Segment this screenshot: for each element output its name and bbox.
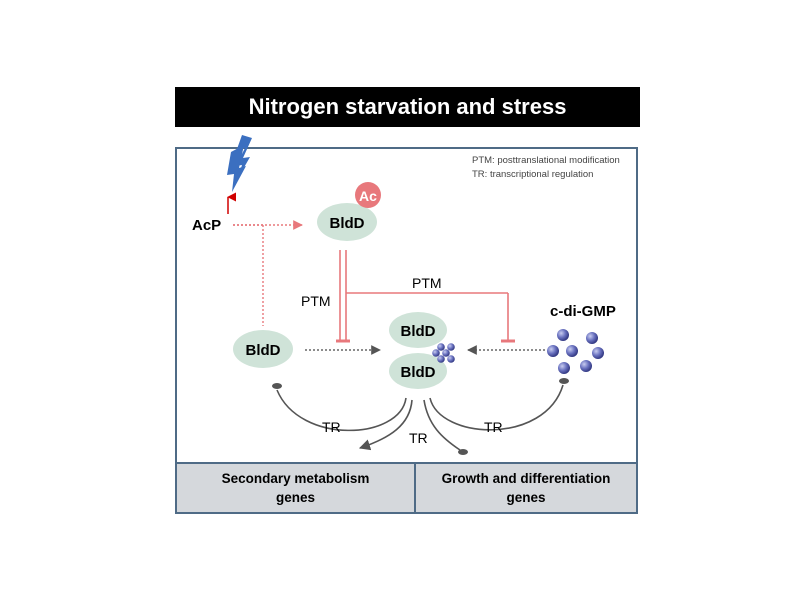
page-title: Nitrogen starvation and stress — [248, 94, 567, 119]
bldd-dimer-top-node — [389, 312, 447, 348]
legend-ptm: PTM: posttranslational modification — [472, 155, 620, 166]
lightning-bolt-icon — [236, 135, 252, 178]
acetylated-bldd-label: BldD — [330, 215, 365, 232]
acp-label: AcP — [192, 217, 221, 234]
tr-arc-to-cdigmp — [429, 384, 564, 431]
growth-differentiation-label-line1: Growth and differentiation — [441, 471, 611, 486]
bldd-dimer-bottom-node — [389, 353, 447, 389]
free-bldd-node — [233, 330, 293, 368]
tr-arc-to-secondary-metabolism — [358, 399, 413, 451]
tr-arc-to-growth-genes — [423, 399, 461, 451]
bldd-dimer-bottom-label: BldD — [401, 364, 436, 381]
tr-middle-label: TR — [409, 430, 428, 446]
cdigmp-molecules-icon — [547, 329, 604, 374]
cdigmp-label: c-di-GMP — [550, 303, 616, 320]
acetylated-bldd-node — [317, 203, 377, 241]
tr-arc-to-cdigmp-end-icon — [559, 378, 569, 384]
title-bar: Nitrogen starvation and stress — [175, 87, 640, 127]
tr-left-label: TR — [322, 419, 341, 435]
tr-arc-to-free-bldd-end-icon — [272, 383, 282, 389]
ac-badge-icon — [355, 182, 381, 208]
bldd-dimer-top-label: BldD — [401, 323, 436, 340]
ac-badge-label: Ac — [359, 188, 377, 204]
secondary-metabolism-genes-box: Secondary metabolism genes — [175, 462, 416, 514]
growth-differentiation-label-line2: genes — [506, 490, 546, 505]
growth-differentiation-genes-box: Growth and differentiation genes — [414, 462, 638, 514]
legend: PTM: posttranslational modification TR: … — [472, 154, 620, 182]
legend-tr: TR: transcriptional regulation — [472, 169, 594, 180]
ptm-left-label: PTM — [301, 293, 331, 309]
secondary-metabolism-label-line1: Secondary metabolism — [221, 471, 370, 486]
tr-right-label: TR — [484, 419, 503, 435]
tr-arc-to-growth-genes-end-icon — [458, 449, 468, 455]
secondary-metabolism-label-line2: genes — [275, 490, 316, 505]
tr-arc-to-free-bldd — [276, 389, 407, 432]
free-bldd-label: BldD — [246, 342, 281, 359]
ptm-top-label: PTM — [412, 275, 442, 291]
lightning-bolt-icon-body — [227, 145, 246, 192]
bound-cdigmp-cluster-icon — [432, 343, 455, 363]
